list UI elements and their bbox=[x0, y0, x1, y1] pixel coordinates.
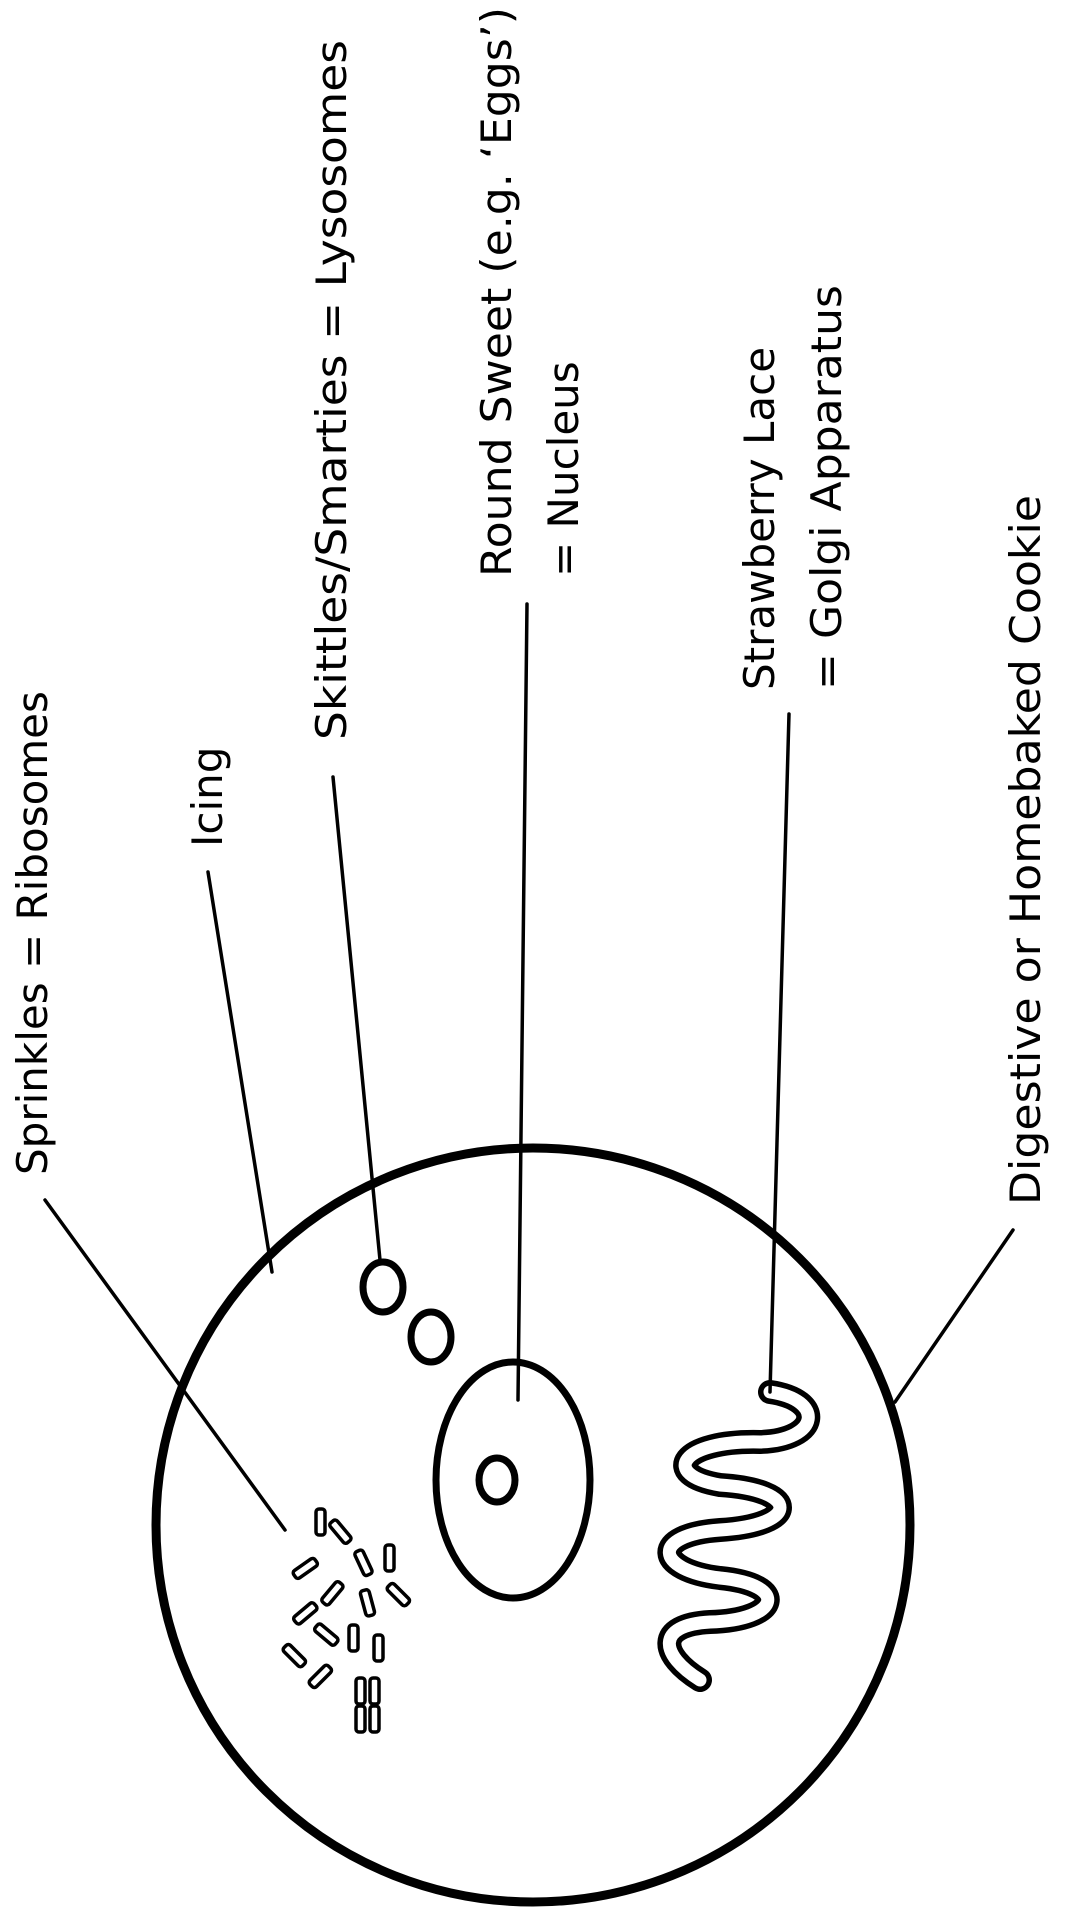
icing-leader-line bbox=[208, 872, 272, 1272]
skittles-label: Skittles/Smarties = Lysosomes bbox=[307, 40, 356, 740]
strawberry-label-line1: Strawberry Lace bbox=[735, 347, 784, 690]
sprinkles-label: Sprinkles = Ribosomes bbox=[8, 691, 57, 1175]
skittle-shape-1 bbox=[363, 1262, 403, 1312]
round-sweet-label-line2: = Nucleus bbox=[539, 361, 588, 577]
strawberry-label-line2: = Golgi Apparatus bbox=[802, 285, 851, 690]
cookie-leader-line bbox=[895, 1230, 1013, 1402]
strawberry-leader-line bbox=[770, 714, 789, 1392]
nucleolus-shape bbox=[479, 1458, 515, 1502]
strawberry-lace-shape bbox=[669, 1392, 808, 1680]
icing-label: Icing bbox=[183, 747, 232, 847]
cookie-label: Digestive or Homebaked Cookie bbox=[1001, 495, 1050, 1205]
sprinkles-leader-line bbox=[45, 1200, 285, 1530]
round-sweet-leader-line bbox=[518, 604, 527, 1400]
round-sweet-label-line1: Round Sweet (e.g. ‘Eggs’) bbox=[472, 7, 521, 577]
skittle-shape-2 bbox=[411, 1312, 451, 1362]
sprinkles-shape bbox=[282, 1509, 411, 1732]
